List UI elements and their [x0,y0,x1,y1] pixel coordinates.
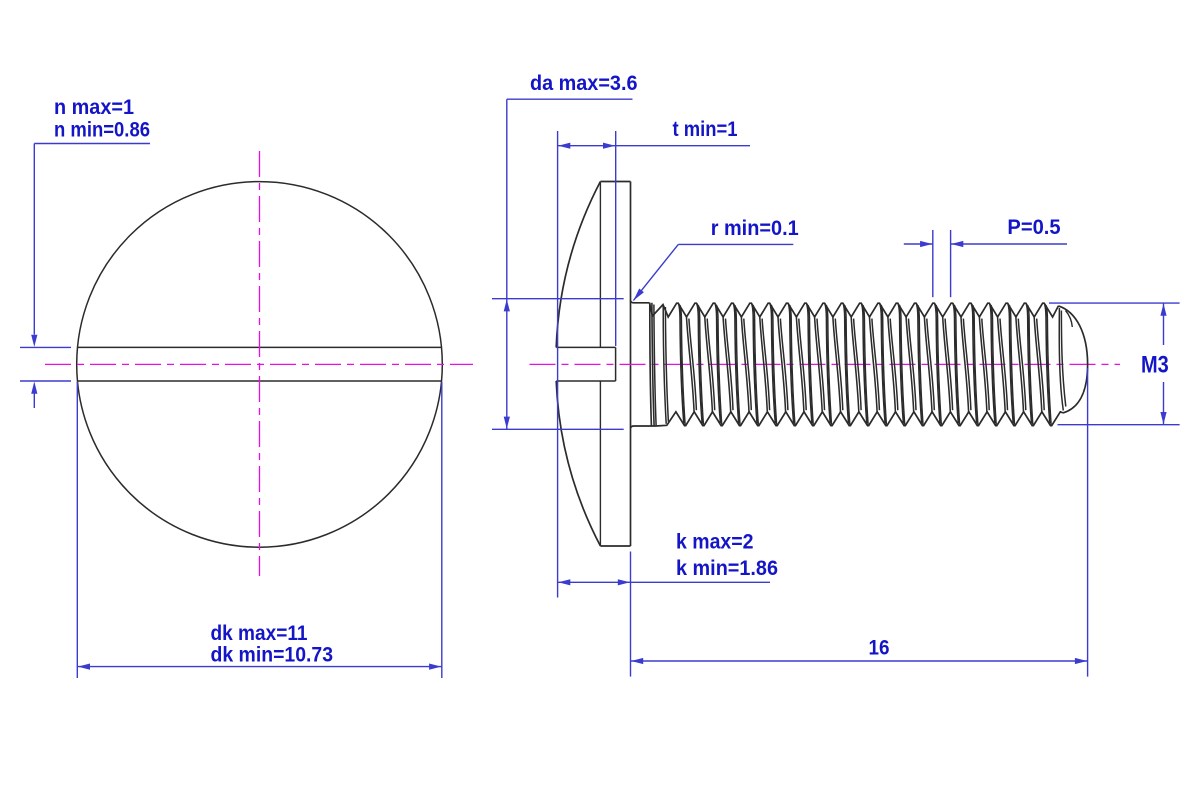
svg-text:dk min=10.73: dk min=10.73 [211,642,334,666]
svg-text:da max=3.6: da max=3.6 [530,71,638,95]
svg-text:P=0.5: P=0.5 [1007,215,1060,239]
svg-text:r min=0.1: r min=0.1 [711,216,799,240]
svg-text:M3: M3 [1141,351,1169,378]
svg-text:k max=2: k max=2 [676,529,754,553]
svg-text:n max=1: n max=1 [54,95,134,119]
svg-text:t min=1: t min=1 [673,117,738,141]
svg-text:16: 16 [869,636,890,660]
svg-text:n min=0.86: n min=0.86 [54,118,150,142]
svg-text:k min=1.86: k min=1.86 [676,556,778,580]
svg-text:dk max=11: dk max=11 [211,621,308,645]
